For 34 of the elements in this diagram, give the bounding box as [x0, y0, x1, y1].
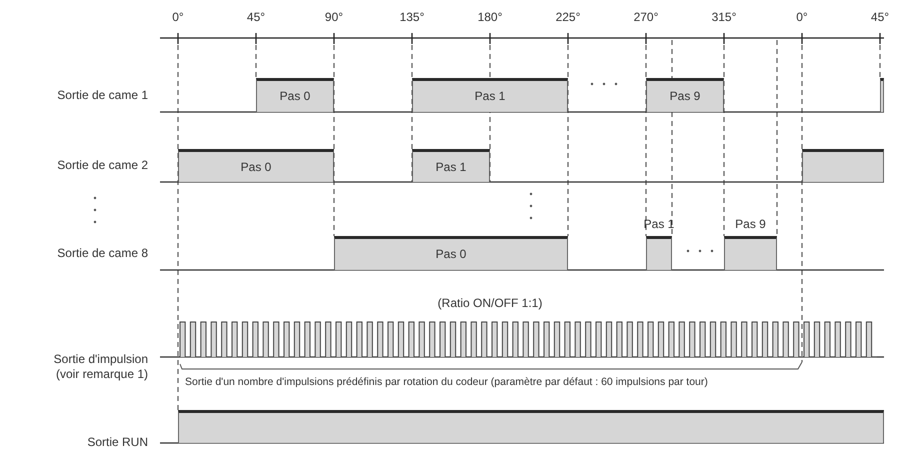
signal-bar — [880, 78, 884, 112]
step-label: Pas 0 — [240, 160, 272, 174]
step-bar — [412, 149, 490, 182]
angle-label: 225° — [554, 10, 582, 24]
angle-label: 135° — [398, 10, 426, 24]
ratio-note: (Ratio ON/OFF 1:1) — [436, 296, 544, 310]
angle-label: 90° — [324, 10, 344, 24]
step-bar — [646, 78, 724, 112]
step-bar — [334, 236, 568, 270]
angle-label: 0° — [795, 10, 809, 24]
angle-label: 0° — [171, 10, 185, 24]
angle-label: 45° — [246, 10, 266, 24]
signal-bar — [802, 149, 884, 182]
signal-name: Sortie de came 8 — [57, 246, 148, 260]
signal-name: Sortie de came 1 — [57, 88, 148, 102]
step-label: Pas 1 — [434, 160, 468, 174]
step-label: Pas 1 — [642, 217, 676, 231]
step-label: Pas 9 — [734, 217, 767, 231]
angle-label: 270° — [632, 10, 660, 24]
bracket-note: Sortie d'un nombre d'impulsions prédéfinis par rotation du codeur (paramètre par défaut : 60 impulsions par tour) — [185, 376, 708, 388]
angle-label: 315° — [710, 10, 738, 24]
angle-label: 45° — [870, 10, 890, 24]
signal-name: Sortie de came 2 — [57, 158, 148, 172]
signal-name: Sortie RUN — [87, 435, 148, 449]
step-bar — [178, 149, 334, 182]
signal-bar — [178, 410, 884, 443]
step-label: Pas 0 — [278, 89, 312, 103]
angle-label: 180° — [476, 10, 504, 24]
step-label: Pas 1 — [474, 89, 506, 103]
signal-name: Sortie d'impulsion (voir remarque 1) — [52, 352, 148, 382]
step-label: Pas 9 — [668, 89, 702, 103]
step-bar — [256, 78, 334, 112]
step-label: Pas 0 — [434, 247, 468, 261]
step-bar — [412, 78, 568, 112]
